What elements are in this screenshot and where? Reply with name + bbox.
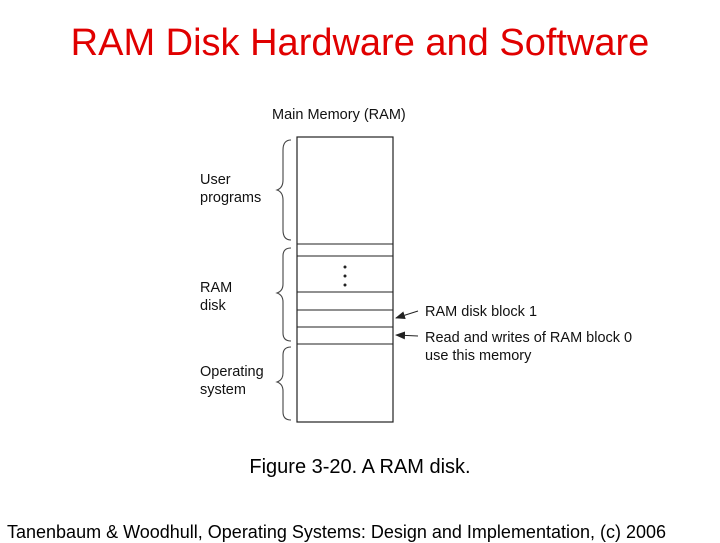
figure-caption-text: Figure 3-20. A RAM disk. (249, 456, 471, 478)
brace-user-programs (275, 139, 292, 241)
label-ram-disk-1: RAM (200, 280, 232, 296)
arrow-block0 (395, 331, 419, 340)
main-memory-label: Main Memory (RAM) (272, 107, 406, 123)
annotation-block0-line2: use this memory (425, 348, 532, 364)
slide-title: RAM Disk Hardware and Software (70, 22, 650, 64)
label-user-programs-2: programs (200, 190, 261, 206)
brace-ram-disk (275, 247, 292, 342)
label-operating-system-1: Operating (200, 364, 264, 380)
annotation-block1: RAM disk block 1 (425, 304, 537, 320)
annotation-block0-line1: Read and writes of RAM block 0 (425, 330, 632, 346)
memory-column (296, 136, 394, 423)
figure-caption: Figure 3-20. A RAM disk. (0, 456, 720, 479)
label-ram-disk-2: disk (200, 298, 227, 314)
footer-citation: Tanenbaum & Woodhull, Operating Systems:… (7, 522, 667, 542)
ellipsis-dot-2 (343, 274, 347, 278)
brace-operating-system (275, 346, 292, 421)
ellipsis-dot-3 (343, 283, 347, 287)
label-operating-system-2: system (200, 382, 246, 398)
label-user-programs-1: User (200, 172, 231, 188)
ellipsis-dot-1 (343, 265, 347, 269)
arrow-block1 (395, 310, 419, 320)
